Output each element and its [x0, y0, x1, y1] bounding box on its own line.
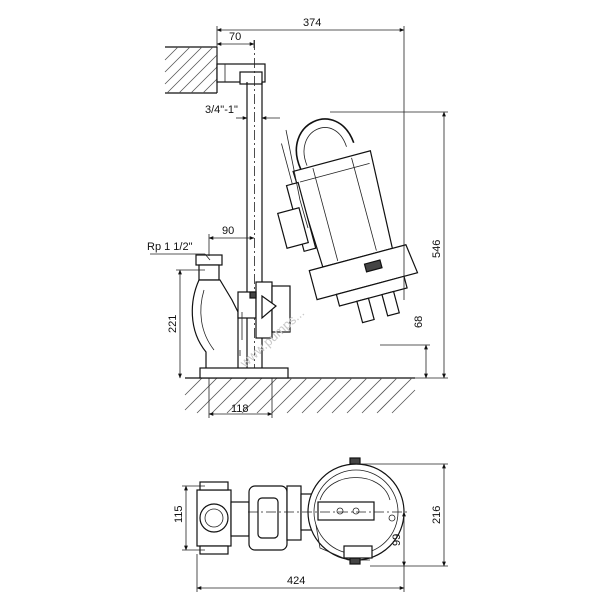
dimension-68: 68: [380, 316, 430, 379]
dimension-374: 374: [216, 17, 405, 300]
dimension-546: 546: [330, 111, 448, 379]
dimension-thread: Rp 1 1/2": [147, 241, 211, 261]
top-view: [196, 457, 410, 565]
dimension-216: 216: [356, 463, 448, 567]
dim-118-label: 118: [231, 403, 249, 415]
wall-hatch: [164, 46, 218, 94]
dim-99-label: 99: [391, 534, 403, 546]
pump-body: [281, 118, 419, 324]
top-bracket: [216, 63, 266, 85]
dim-rail-label: 3/4"-1": [205, 104, 238, 116]
dimension-115: 115: [173, 485, 205, 551]
dim-546-label: 546: [431, 240, 443, 258]
side-view: [164, 40, 419, 414]
dim-115-label: 115: [173, 505, 185, 523]
dim-221-label: 221: [167, 315, 179, 333]
dimension-424: 424: [196, 554, 405, 592]
coupling-flange: [249, 281, 291, 339]
dim-70-label: 70: [229, 31, 241, 43]
dim-216-label: 216: [431, 506, 443, 524]
dim-68-label: 68: [413, 316, 425, 328]
dimension-118: 118: [208, 378, 273, 418]
dimension-221: 221: [167, 269, 205, 379]
dim-424-label: 424: [287, 575, 305, 587]
dim-thread-label: Rp 1 1/2": [147, 241, 193, 253]
dim-90-label: 90: [222, 225, 234, 237]
dim-374-label: 374: [303, 17, 321, 29]
floor-hatch: [184, 377, 416, 414]
dimension-90: 90: [208, 225, 255, 256]
dimension-rail-size: 3/4"-1": [205, 104, 280, 120]
dimension-70: 70: [216, 31, 255, 48]
dimension-99: 99: [391, 511, 406, 567]
